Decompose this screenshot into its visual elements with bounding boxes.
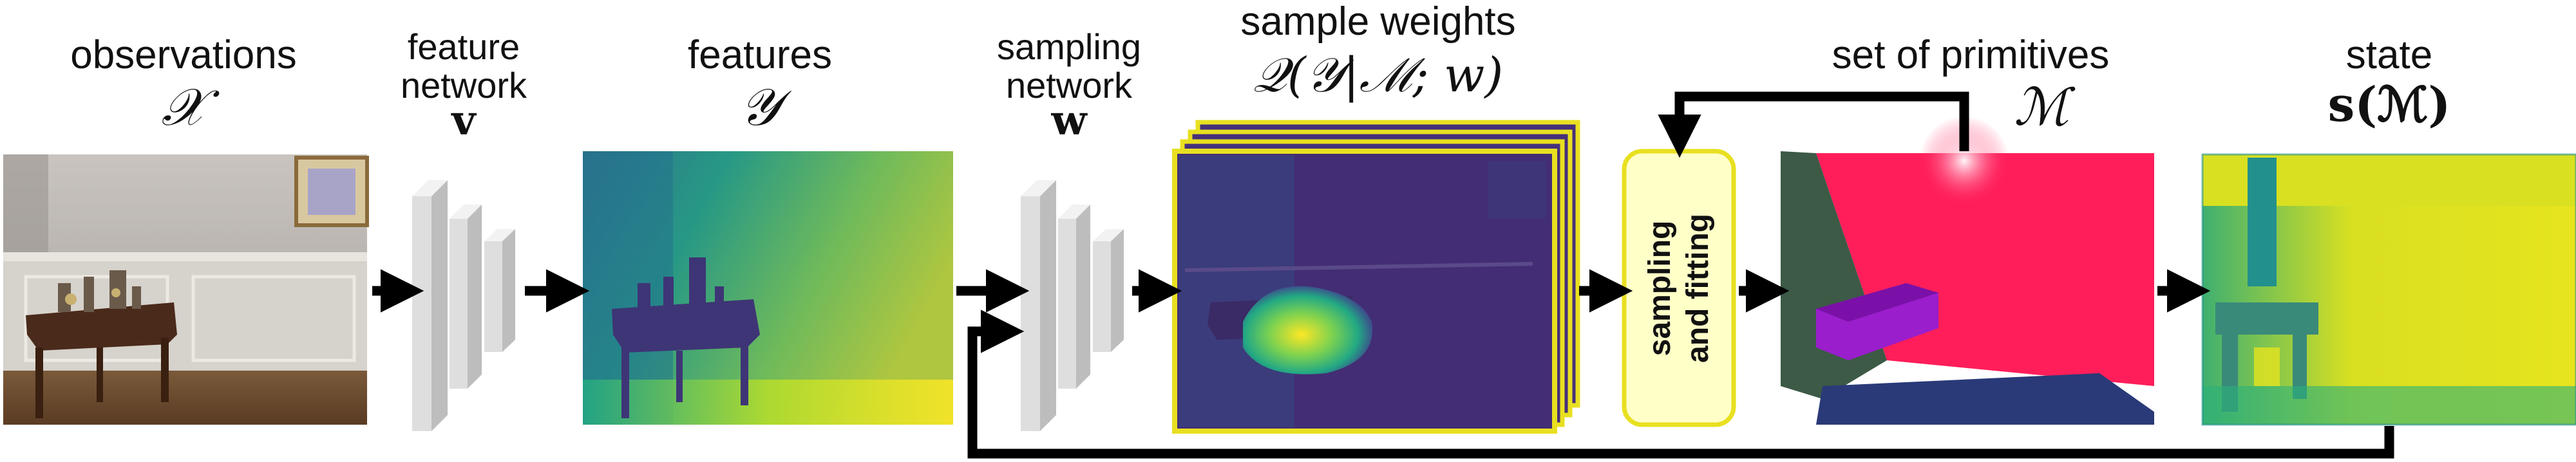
symbol-state: s(ℳ)	[2327, 77, 2451, 133]
sampling-network-icon	[1021, 180, 1124, 431]
symbol-primitives: ℳ	[2014, 77, 2069, 137]
sampling-fitting-line2: and fitting	[1681, 214, 1715, 363]
label-observations: observations	[70, 33, 297, 77]
sample-weights-stack	[1172, 120, 1580, 434]
sampling-fitting-block: sampling and fitting	[1622, 149, 1736, 427]
label-sampling-network-line1: sampling	[996, 26, 1142, 67]
primitives-image	[1781, 116, 2154, 425]
flow-arrows	[372, 91, 2394, 459]
label-features: features	[687, 33, 833, 77]
sample-weights-front	[1172, 149, 1557, 434]
sampling-fitting-line1: sampling	[1643, 221, 1677, 356]
label-sampling-network-line2: network	[1005, 65, 1133, 106]
state-image	[2201, 153, 2576, 426]
symbol-features: 𝒴	[739, 77, 781, 137]
symbol-sample-weights: 𝒬(𝒴|ℳ; w)	[1253, 48, 1504, 103]
label-set-of-primitives: set of primitives	[1832, 33, 2110, 77]
symbol-observations: 𝒳	[161, 77, 206, 137]
arrow-state-feedback	[967, 310, 2394, 459]
observation-image	[3, 154, 369, 425]
feature-network-icon	[412, 180, 515, 431]
label-state: state	[2345, 33, 2433, 77]
label-feature-network-line2: network	[400, 65, 527, 106]
label-feature-network-line1: feature	[407, 26, 520, 67]
arrow-primitives-feedback	[1658, 91, 1969, 158]
symbol-sampling-network: w	[1051, 97, 1087, 145]
label-sample-weights: sample weights	[1240, 0, 1516, 44]
features-image	[583, 151, 953, 425]
symbol-feature-network: v	[451, 97, 476, 145]
